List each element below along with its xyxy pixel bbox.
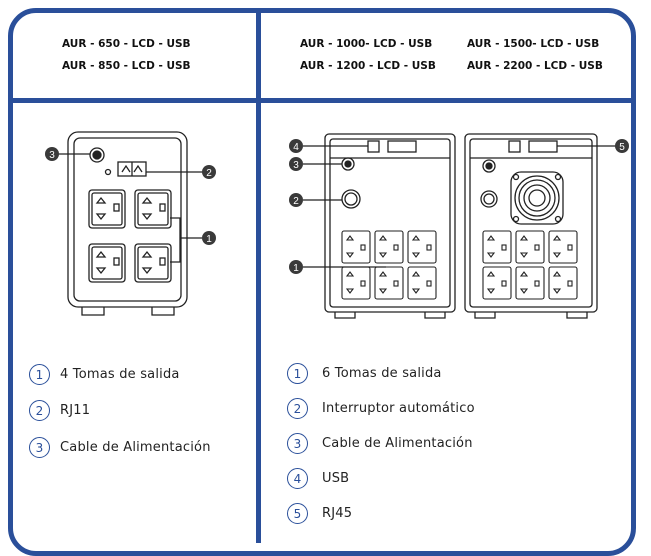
callout-label: 3 bbox=[293, 160, 299, 171]
callout-label: 1 bbox=[293, 263, 299, 274]
legend-text: Cable de Alimentación bbox=[322, 436, 473, 451]
callout-label: 3 bbox=[49, 150, 55, 161]
header-divider bbox=[8, 98, 636, 103]
legend-text: Cable de Alimentación bbox=[60, 440, 211, 455]
legend-item: 4 USB bbox=[287, 468, 349, 489]
legend-number: 1 bbox=[29, 364, 50, 385]
legend-number: 2 bbox=[29, 400, 50, 421]
legend-item: 2 Interruptor automático bbox=[287, 398, 475, 419]
legend-number: 3 bbox=[287, 433, 308, 454]
callout-label: 4 bbox=[293, 142, 299, 153]
left-callouts: 3 2 1 bbox=[45, 147, 216, 245]
large-ups-rear-diagrams: 4 3 2 1 5 bbox=[289, 133, 629, 319]
callout-label: 1 bbox=[206, 234, 212, 245]
right-model-list-1: AUR - 1000- LCD - USB AUR - 1200 - LCD -… bbox=[300, 33, 436, 77]
legend-item: 5 RJ45 bbox=[287, 503, 352, 524]
legend-text: 4 Tomas de salida bbox=[60, 367, 180, 382]
legend-item: 3 Cable de Alimentación bbox=[287, 433, 473, 454]
legend-text: USB bbox=[322, 471, 350, 486]
legend-number: 4 bbox=[287, 468, 308, 489]
legend-text: RJ45 bbox=[322, 506, 353, 521]
right-model-list-2: AUR - 1500- LCD - USB AUR - 2200 - LCD -… bbox=[467, 33, 603, 77]
legend-number: 2 bbox=[287, 398, 308, 419]
model-name: AUR - 650 - LCD - USB bbox=[62, 38, 191, 50]
legend-item: 1 4 Tomas de salida bbox=[29, 364, 180, 385]
legend-item: 1 6 Tomas de salida bbox=[287, 363, 442, 384]
right-callouts: 4 3 2 1 5 bbox=[289, 139, 629, 274]
legend-number: 5 bbox=[287, 503, 308, 524]
small-ups-rear-diagram: 3 2 1 bbox=[45, 131, 216, 316]
callout-label: 2 bbox=[293, 196, 299, 207]
column-divider bbox=[256, 8, 261, 543]
legend-number: 3 bbox=[29, 437, 50, 458]
legend-item: 3 Cable de Alimentación bbox=[29, 437, 211, 458]
legend-number: 1 bbox=[287, 363, 308, 384]
model-name: AUR - 850 - LCD - USB bbox=[62, 60, 191, 72]
model-name: AUR - 1200 - LCD - USB bbox=[300, 60, 436, 72]
legend-item: 2 RJ11 bbox=[29, 400, 90, 421]
model-name: AUR - 1000- LCD - USB bbox=[300, 38, 433, 50]
callout-label: 2 bbox=[206, 168, 212, 179]
model-name: AUR - 1500- LCD - USB bbox=[467, 38, 600, 50]
left-model-list: AUR - 650 - LCD - USB AUR - 850 - LCD - … bbox=[62, 33, 191, 77]
model-name: AUR - 2200 - LCD - USB bbox=[467, 60, 603, 72]
callout-label: 5 bbox=[619, 142, 625, 153]
legend-text: Interruptor automático bbox=[322, 401, 475, 416]
legend-text: RJ11 bbox=[60, 403, 91, 418]
legend-text: 6 Tomas de salida bbox=[322, 366, 442, 381]
